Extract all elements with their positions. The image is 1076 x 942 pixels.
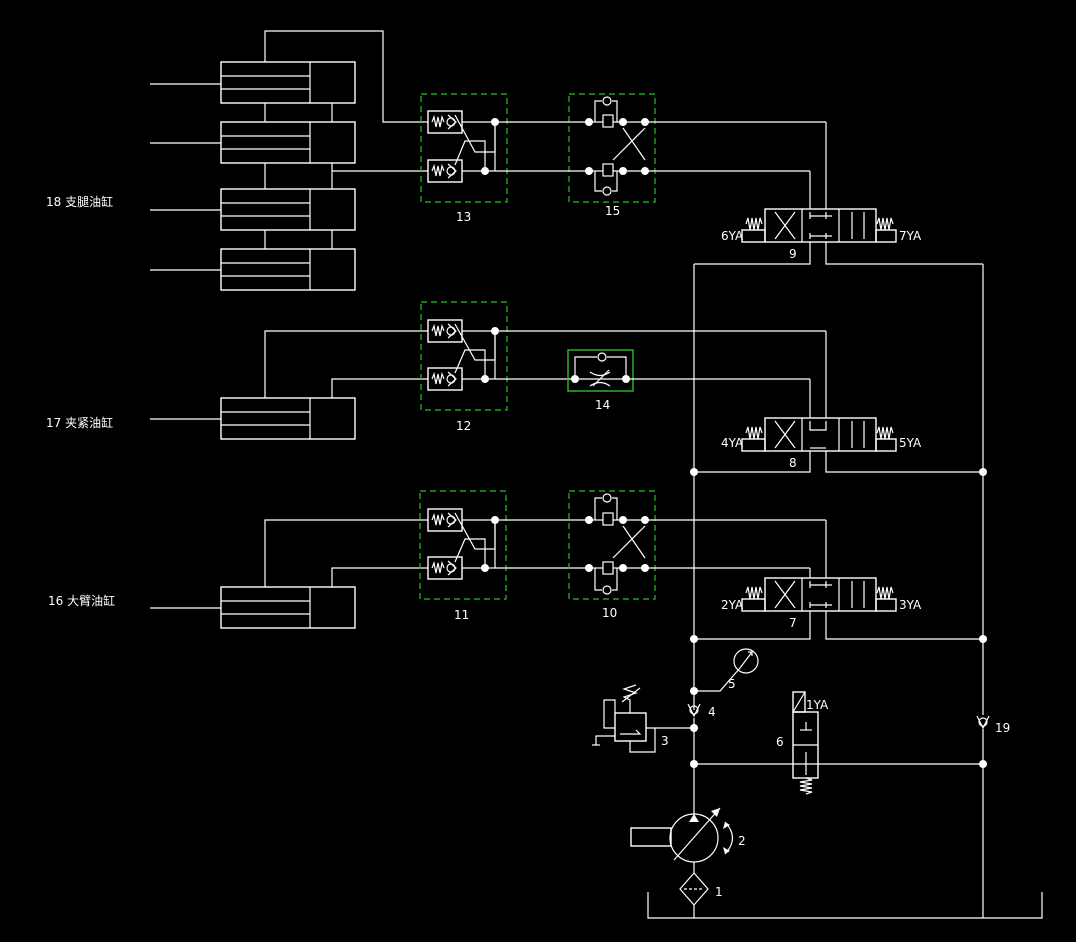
label-13: 13: [456, 210, 471, 224]
label-clamp-cylinder: 17 夹紧油缸: [46, 415, 113, 430]
balance-valve-12: [420, 301, 826, 411]
label-8: 8: [789, 456, 797, 470]
pressure-gauge-5: [694, 648, 759, 692]
label-11: 11: [454, 608, 469, 622]
filter-1: [679, 872, 709, 918]
check-valve-4: [687, 703, 701, 718]
label-6ya: 6YA: [721, 229, 744, 243]
label-2ya: 2YA: [721, 598, 744, 612]
balance-valve-13: [420, 93, 520, 203]
throttle-check-valve-14: [567, 349, 810, 392]
label-12: 12: [456, 419, 471, 433]
label-14: 14: [595, 398, 610, 412]
solenoid-valve-6: [792, 691, 819, 795]
outrigger-cylinders: [150, 30, 428, 291]
label-19: 19: [995, 721, 1010, 735]
boom-cylinder: [150, 519, 428, 629]
relief-valve-3: [592, 684, 694, 753]
label-2: 2: [738, 834, 746, 848]
label-7: 7: [789, 616, 797, 630]
label-1ya: 1YA: [806, 698, 829, 712]
label-10: 10: [602, 606, 617, 620]
label-3ya: 3YA: [899, 598, 922, 612]
balance-valve-11: [419, 490, 589, 600]
label-1: 1: [715, 885, 723, 899]
directional-valve-8: [694, 331, 983, 473]
relief-valve-block-15: [520, 93, 826, 203]
clamp-cylinder: [150, 330, 428, 440]
label-15: 15: [605, 204, 620, 218]
label-4ya: 4YA: [721, 436, 744, 450]
label-5: 5: [728, 677, 736, 691]
label-outrigger-cylinder: 18 支腿油缸: [46, 194, 113, 209]
check-valve-19: [976, 715, 990, 730]
label-boom-cylinder: 16 大臂油缸: [48, 593, 115, 608]
label-9: 9: [789, 247, 797, 261]
label-6: 6: [776, 735, 784, 749]
label-5ya: 5YA: [899, 436, 922, 450]
label-4: 4: [708, 705, 716, 719]
variable-pump-2: [630, 807, 734, 873]
relief-valve-block-10: [568, 490, 826, 600]
directional-valve-9: [694, 122, 983, 265]
main-lines: [647, 264, 1043, 919]
label-7ya: 7YA: [899, 229, 922, 243]
label-3: 3: [661, 734, 669, 748]
directional-valve-7: [694, 520, 983, 640]
